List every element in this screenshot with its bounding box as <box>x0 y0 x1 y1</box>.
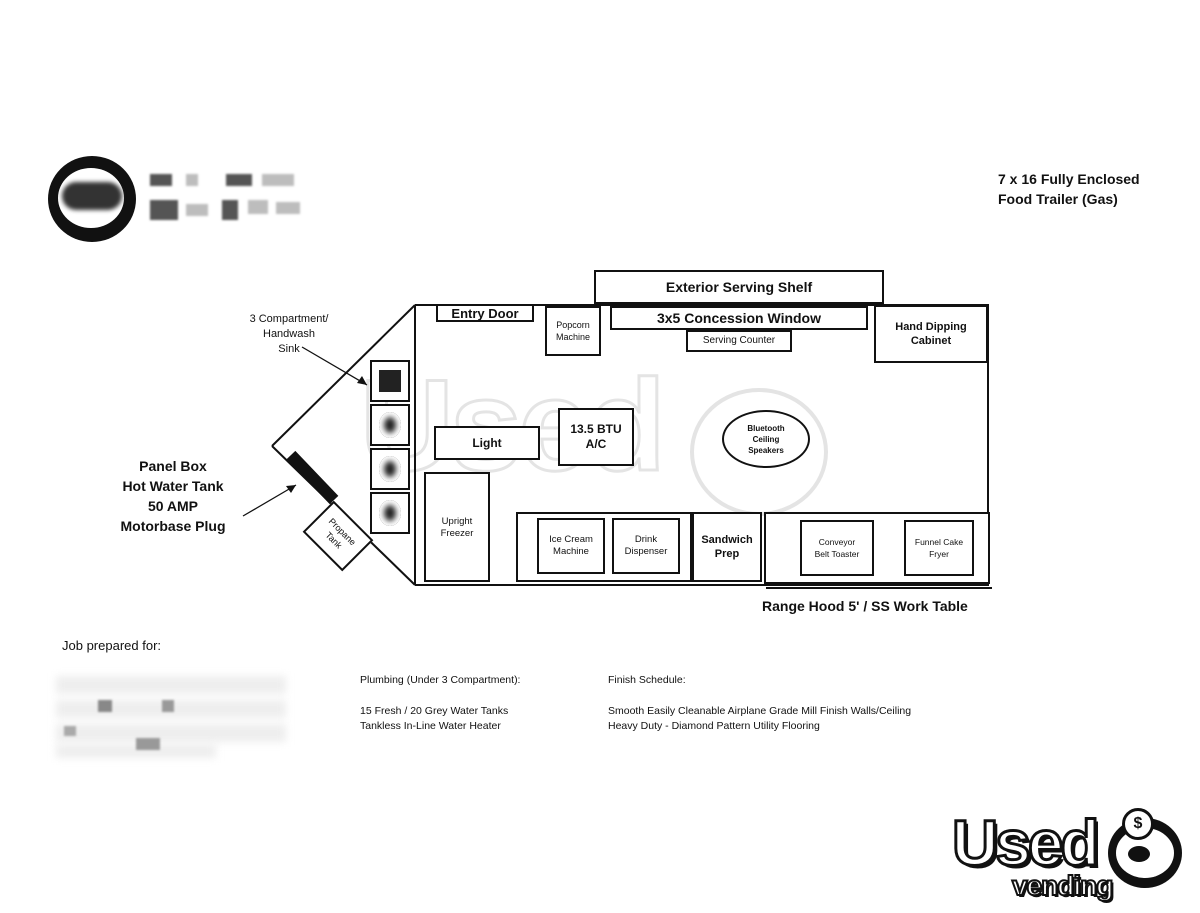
logo-vending-text: vending <box>1011 869 1114 902</box>
sink-basin-3 <box>370 492 410 534</box>
popcorn-machine: Popcorn Machine <box>545 306 601 356</box>
finish-schedule-title: Finish Schedule: <box>608 674 686 686</box>
trailer-title: 7 x 16 Fully Enclosed Food Trailer (Gas) <box>998 171 1140 207</box>
funnel-cake-fryer: Funnel Cake Fryer <box>904 520 974 576</box>
upright-freezer: Upright Freezer <box>424 472 490 582</box>
coin-icon: $ <box>1122 808 1154 840</box>
sandwich-prep: Sandwich Prep <box>692 512 762 582</box>
light-fixture: Light <box>434 426 540 460</box>
ice-cream-machine: Ice Cream Machine <box>537 518 605 574</box>
serving-counter: Serving Counter <box>686 330 792 352</box>
sink-callout: 3 Compartment/ Handwash Sink <box>249 313 329 355</box>
conveyor-belt-toaster: Conveyor Belt Toaster <box>800 520 874 576</box>
hand-dipping-cabinet: Hand Dipping Cabinet <box>874 305 988 363</box>
entry-door: Entry Door <box>436 304 534 322</box>
logo-used-text: Used <box>951 807 1101 880</box>
panel-box-callout: Panel Box Hot Water Tank 50 AMP Motorbas… <box>120 458 226 534</box>
pig-mascot-icon: $ <box>1108 808 1182 888</box>
sink-basin-2 <box>370 448 410 490</box>
plumbing-title: Plumbing (Under 3 Compartment): <box>360 674 521 686</box>
range-hood-label: Range Hood 5' / SS Work Table <box>762 598 968 614</box>
sink-basin-handwash <box>370 360 410 402</box>
drink-dispenser: Drink Dispenser <box>612 518 680 574</box>
logo-emblem <box>48 156 136 242</box>
plumbing-details: 15 Fresh / 20 Grey Water Tanks Tankless … <box>360 705 509 732</box>
sink-basin-1 <box>370 404 410 446</box>
bluetooth-speakers: Bluetooth Ceiling Speakers <box>722 410 810 468</box>
exterior-serving-shelf: Exterior Serving Shelf <box>594 270 884 304</box>
concession-window: 3x5 Concession Window <box>610 306 868 330</box>
finish-schedule-details: Smooth Easily Cleanable Airplane Grade M… <box>608 705 912 732</box>
job-prepared-label: Job prepared for: <box>62 638 162 653</box>
ac-unit: 13.5 BTU A/C <box>558 408 634 466</box>
